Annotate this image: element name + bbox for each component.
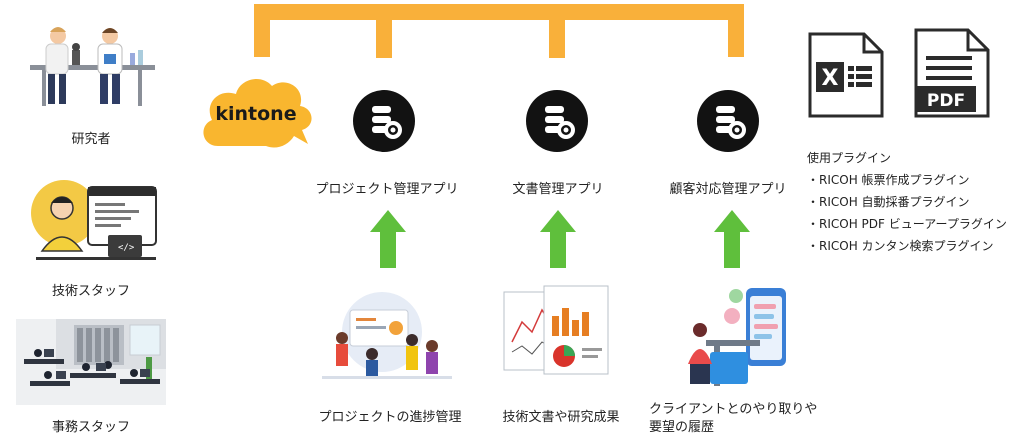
up-arrow-icon: [714, 210, 750, 268]
engineer-illustration: </>: [31, 180, 157, 260]
person-label-engineer: 技術スタッフ: [51, 284, 131, 299]
plugin-item: ・RICOH カンタン検索プラグイン: [807, 239, 994, 253]
source-label-tech-docs: 技術文書や研究成果: [502, 410, 620, 425]
database-gear-icon: [697, 90, 759, 152]
database-gear-icon: [353, 90, 415, 152]
plugin-item: ・RICOH 自動採番プラグイン: [807, 195, 970, 209]
kintone-logo-text: kintone: [215, 103, 296, 125]
excel-file-icon: X: [808, 32, 884, 118]
plugin-heading: 使用プラグイン: [807, 151, 892, 165]
app-label-document: 文書管理アプリ: [512, 182, 604, 197]
app-label-project: プロジェクト管理アプリ: [315, 182, 459, 197]
team-meeting-illustration: [322, 292, 452, 379]
documents-chart-illustration: [503, 285, 609, 375]
excel-file-letter: X: [822, 66, 839, 91]
plugin-list: 使用プラグイン ・RICOH 帳票作成プラグイン ・RICOH 自動採番プラグイ…: [807, 147, 1007, 257]
client-communication-illustration: [688, 288, 786, 386]
person-label-researcher: 研究者: [71, 132, 111, 147]
person-label-office: 事務スタッフ: [51, 420, 131, 435]
up-arrow-icon: [370, 210, 406, 268]
plugin-item: ・RICOH 帳票作成プラグイン: [807, 173, 970, 187]
kintone-logo: kintone: [203, 79, 312, 148]
pdf-file-text: PDF: [927, 91, 965, 111]
researchers-illustration: [30, 27, 155, 106]
source-label-project-progress: プロジェクトの進捗管理: [318, 410, 462, 425]
pdf-file-icon: PDF: [914, 28, 990, 118]
office-illustration: [16, 319, 166, 405]
database-gear-icon: [526, 90, 588, 152]
svg-text:</>: </>: [118, 243, 135, 253]
plugin-item: ・RICOH PDF ビューアープラグイン: [807, 217, 1007, 231]
app-label-customer: 顧客対応管理アプリ: [669, 182, 787, 197]
source-label-client-line2: 要望の履歴: [649, 420, 715, 435]
up-arrow-icon: [540, 210, 576, 268]
source-label-client-line1: クライアントとのやり取りや: [649, 402, 818, 417]
